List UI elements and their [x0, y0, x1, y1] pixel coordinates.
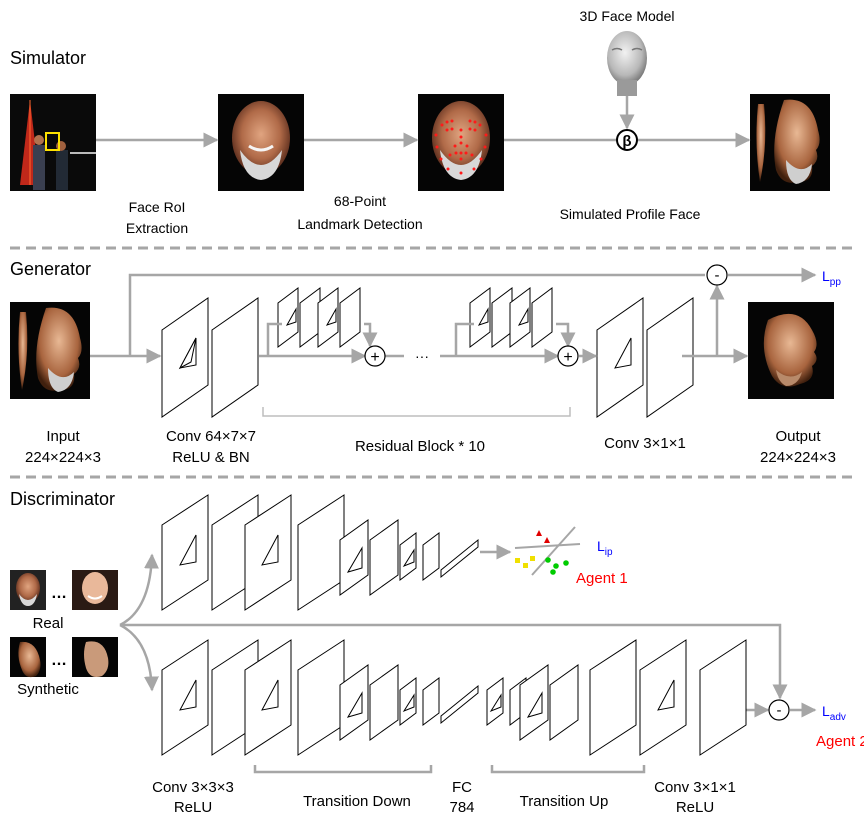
loss-pp-label: Lpp [822, 268, 841, 288]
real-face-images [10, 570, 118, 610]
disc-conv-left-line2: ReLU [174, 799, 212, 816]
synthetic-face-images [10, 637, 118, 678]
disc-conv-right-line2: ReLU [676, 799, 714, 816]
section-title-simulator: Simulator [10, 48, 86, 68]
cropped-face-image [218, 94, 304, 191]
disc-agent1-blocks [161, 494, 479, 611]
3d-face-model-image [607, 31, 647, 96]
step2-label-line2: Landmark Detection [297, 216, 422, 232]
fc-label-line1: FC [452, 779, 472, 796]
output-label-line2: 224×224×3 [760, 449, 836, 466]
generator-output-image [748, 302, 834, 399]
real-ellipsis: … [51, 585, 67, 602]
pp-diff-node [706, 264, 728, 286]
step1-label-line1: Face RoI [129, 199, 186, 215]
transition-down-label: Transition Down [303, 793, 411, 810]
residual-ellipsis: ··· [415, 348, 429, 364]
conv-block-1 [161, 297, 259, 418]
residual-sum-plus-2: + [563, 349, 572, 366]
beta-node [616, 129, 638, 151]
conv-block-2 [596, 297, 694, 418]
conv2-label: Conv 3×1×1 [604, 435, 686, 452]
input-label-line2: 224×224×3 [25, 449, 101, 466]
transition-up-label: Transition Up [520, 793, 609, 810]
agent1-label: Agent 1 [576, 570, 628, 587]
synthetic-ellipsis: … [51, 652, 67, 669]
loss-adv-label: Ladv [822, 703, 846, 723]
beta-symbol: β [622, 133, 631, 150]
pp-diff-minus: - [715, 267, 720, 284]
face-model-label: 3D Face Model [580, 8, 675, 24]
section-title-generator: Generator [10, 259, 91, 279]
conv1-label-line1: Conv 64×7×7 [166, 428, 256, 445]
residual-sum-plus-1: + [370, 349, 379, 366]
discriminator-branches [119, 544, 817, 718]
residual-block-group-1 [277, 287, 361, 348]
disc-conv-left-line1: Conv 3×3×3 [152, 779, 234, 796]
loss-ip-label: Lip [597, 538, 613, 558]
residual-sum-node-2 [557, 345, 579, 367]
landmark-face-image [418, 94, 504, 191]
residual-sum-node-1 [364, 345, 386, 367]
real-label: Real [33, 615, 64, 632]
residual-block-group-2 [469, 287, 553, 348]
step2-label-line1: 68-Point [334, 193, 386, 209]
output-label-line1: Output [775, 428, 821, 445]
scene-image [10, 94, 96, 191]
fc-label-line2: 784 [449, 799, 474, 816]
generator-input-image [10, 302, 90, 399]
residual-label: Residual Block * 10 [355, 438, 485, 455]
generator-connections [90, 267, 817, 417]
disc-conv-right-line1: Conv 3×1×1 [654, 779, 736, 796]
section-title-discriminator: Discriminator [10, 489, 115, 509]
adv-diff-node [768, 699, 790, 721]
agent2-label: Agent 2 [816, 733, 864, 750]
adv-diff-minus: - [777, 702, 782, 719]
synthetic-label: Synthetic [17, 681, 79, 698]
input-label-line1: Input [46, 428, 80, 445]
disc-agent2-blocks [161, 639, 747, 756]
agent1-classifier-plot [514, 526, 581, 576]
simulated-profile-image [750, 94, 830, 191]
conv1-label-line2: ReLU & BN [172, 449, 250, 466]
step1-label-line2: Extraction [126, 220, 188, 236]
transition-brackets [253, 765, 646, 774]
step3-label: Simulated Profile Face [560, 206, 701, 222]
